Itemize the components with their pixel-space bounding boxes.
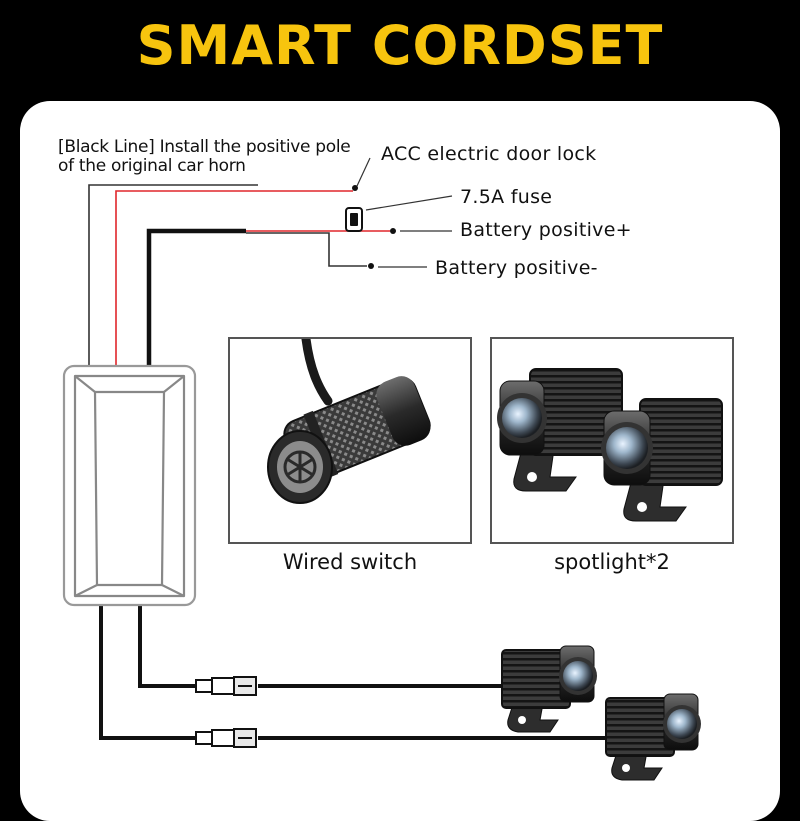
note-line-2: of the original car horn (58, 156, 246, 176)
battery-pos-dot (390, 228, 396, 234)
spotlights-icon (497, 368, 723, 522)
fuse-leader (365, 195, 453, 211)
connector-icon (195, 728, 257, 748)
spotlight-photo (490, 337, 734, 544)
main-black-wire (146, 228, 246, 367)
bottom-harness (99, 604, 622, 740)
spotlight-icon (501, 645, 597, 733)
battery-positive-label: Battery positive+ (460, 219, 632, 241)
page-title: SMART CORDSET (136, 14, 664, 77)
page: { "title": "SMART CORDSET", "note": { "l… (20, 14, 780, 821)
spotlight-wire-2 (99, 604, 197, 740)
switch-photo (228, 334, 472, 544)
spotlight-caption: spotlight*2 (554, 550, 670, 574)
acc-leader (356, 157, 371, 187)
black-horn-wire (88, 184, 258, 367)
spotlight-icon-left (497, 368, 623, 492)
top-harness (88, 157, 453, 367)
connector-icon (195, 676, 257, 696)
acc-terminal-dot (352, 185, 358, 191)
fuse-label: 7.5A fuse (460, 186, 553, 208)
black-ground-wire (246, 232, 367, 267)
switch-caption: Wired switch (282, 550, 418, 574)
red-acc-wire (115, 190, 353, 367)
black-line-note: [Black Line] Install the positive pole o… (58, 137, 351, 176)
fuse-icon (345, 207, 363, 232)
battery-negative-label: Battery positive- (435, 257, 598, 279)
note-line-1: [Black Line] Install the positive pole (58, 137, 351, 157)
wiring-diagram (62, 157, 701, 781)
acc-label: ACC electric door lock (381, 143, 597, 165)
battery-neg-dot (368, 263, 374, 269)
controller-box-icon (62, 364, 197, 607)
spotlight-icon-right (601, 398, 723, 522)
spotlight-icon (605, 693, 701, 781)
wired-switch-icon (267, 334, 431, 504)
spotlight-wire-1 (138, 604, 197, 688)
